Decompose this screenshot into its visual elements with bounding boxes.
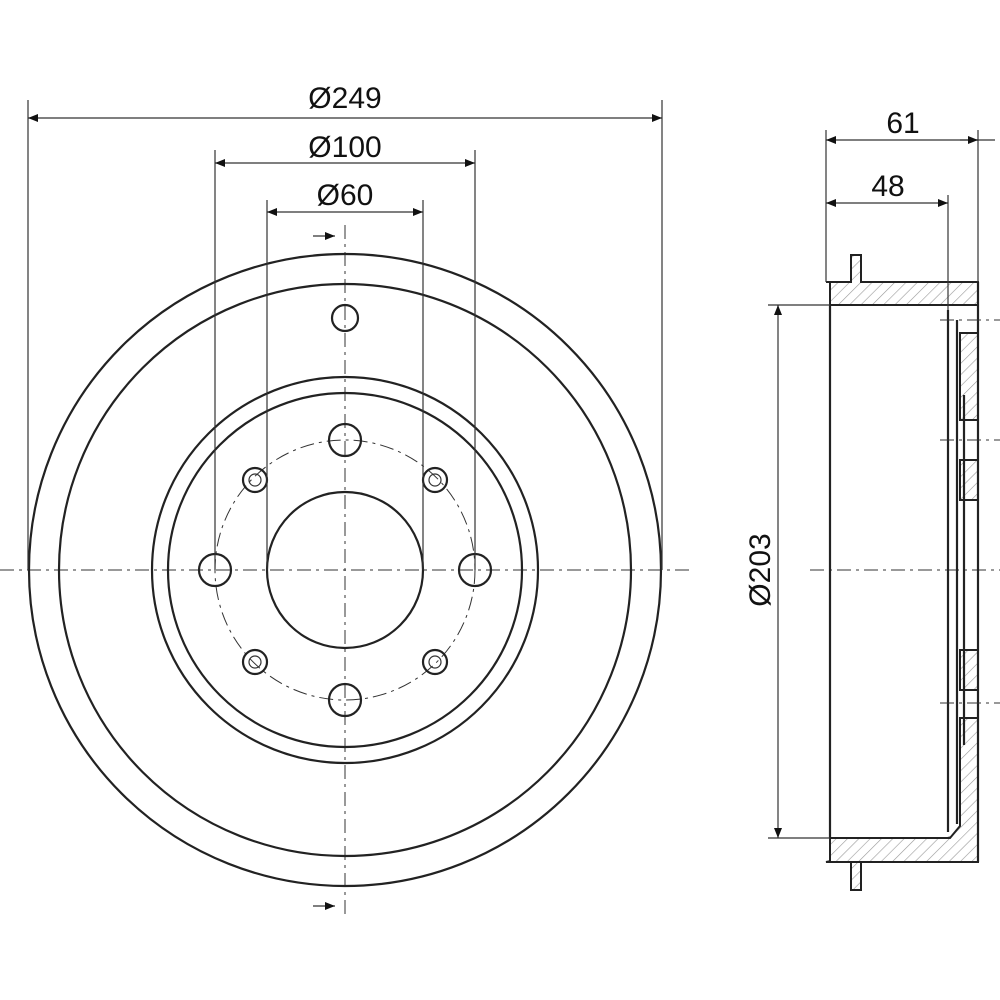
hub-inner <box>166 391 524 749</box>
vent-hole <box>330 303 360 333</box>
hub-outer <box>150 375 540 765</box>
total-height-label: 61 <box>886 107 919 140</box>
side-dimensions: 61 48 Ø203 <box>744 107 995 839</box>
inner-height-label: 48 <box>871 170 904 203</box>
bolt-hole <box>327 422 363 458</box>
front-dimensions: Ø249 Ø100 Ø60 <box>27 82 663 570</box>
side-view <box>810 254 1000 891</box>
center-bore-label: Ø60 <box>317 179 374 212</box>
outer-diameter-label: Ø249 <box>308 82 381 115</box>
outer-rim <box>27 252 663 888</box>
bolt-circle-label: Ø100 <box>308 131 381 164</box>
braking-diameter-label: Ø203 <box>744 533 777 606</box>
inner-rim <box>57 282 633 858</box>
bolt-hole <box>327 682 363 718</box>
front-view <box>0 225 690 915</box>
